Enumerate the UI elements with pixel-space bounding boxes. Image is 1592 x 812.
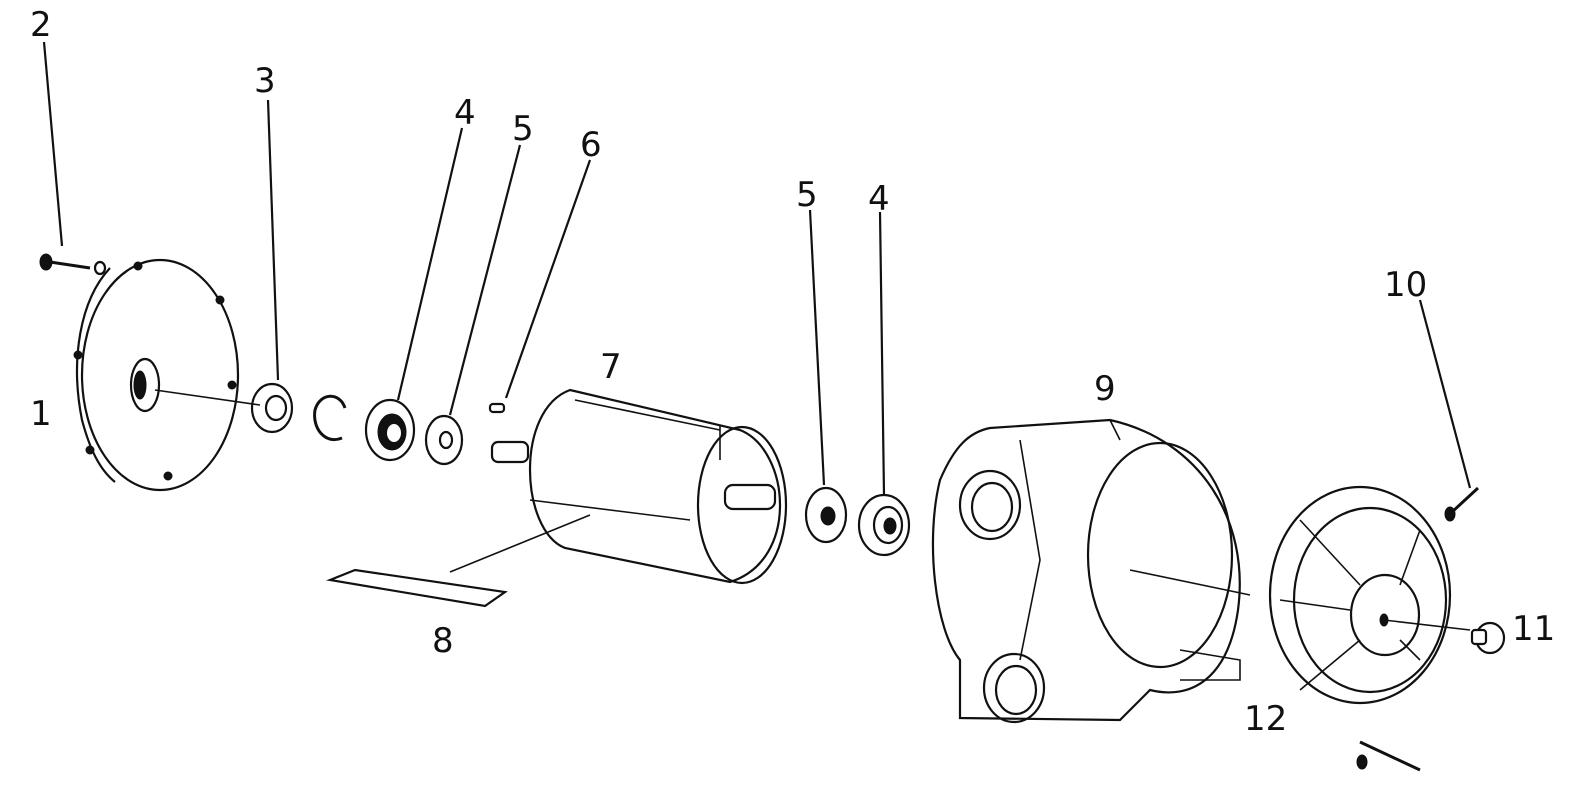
part-6-key <box>488 402 506 414</box>
part-8-strip <box>325 514 591 608</box>
part-1-end-cover <box>73 258 240 492</box>
callout-9: 9 <box>1094 369 1116 409</box>
callout-6: 6 <box>580 125 602 165</box>
part-5-washer-right <box>804 486 848 544</box>
callout-3: 3 <box>254 61 276 101</box>
part-7-rotor <box>490 388 788 585</box>
axis-line-left <box>154 389 261 406</box>
leader-lines <box>42 41 1472 496</box>
callout-labels: 2 3 4 5 6 1 7 5 4 9 10 11 8 12 <box>30 5 1555 739</box>
callout-1: 1 <box>30 394 52 434</box>
callout-8: 8 <box>432 621 454 661</box>
part-5-washer-left <box>424 414 464 466</box>
callout-11: 11 <box>1512 609 1555 649</box>
part-12-fan-cover <box>1268 485 1471 772</box>
part-11-plug <box>1470 621 1506 655</box>
callout-4-left: 4 <box>454 93 476 133</box>
callout-4-right: 4 <box>868 179 890 219</box>
callout-7: 7 <box>600 347 622 387</box>
callout-5-right: 5 <box>796 175 818 215</box>
part-4-bearing-right <box>857 493 911 557</box>
callout-5-left: 5 <box>512 109 534 149</box>
part-10-screw <box>1444 486 1480 522</box>
callout-12: 12 <box>1244 699 1287 739</box>
axis-line-right <box>1129 569 1251 596</box>
part-2-screw <box>39 253 107 276</box>
callout-10: 10 <box>1384 265 1427 305</box>
callout-2: 2 <box>30 5 52 45</box>
part-3-bearing <box>250 382 294 434</box>
circlip <box>313 394 347 442</box>
part-9-housing <box>931 418 1241 724</box>
part-4-bearing-left <box>364 398 416 462</box>
